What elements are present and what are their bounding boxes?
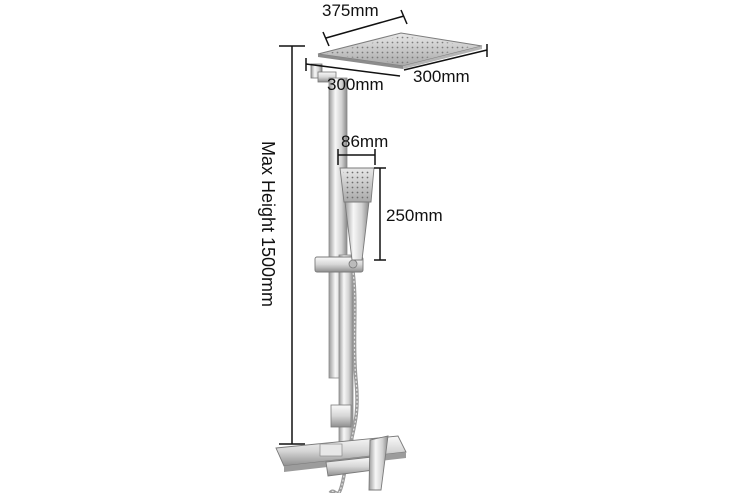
shower-arm <box>310 63 337 83</box>
handheld-width-dimension <box>337 149 376 165</box>
head-depth-dimension <box>305 58 401 77</box>
hand-shower <box>339 167 375 261</box>
handheld-length-label: 250mm <box>386 206 443 225</box>
head-diagonal-dimension <box>322 9 408 47</box>
lever-handle <box>368 435 389 491</box>
handheld-length-dimension <box>374 167 386 261</box>
rain-shower-head <box>317 32 483 69</box>
handheld-width-label: 86mm <box>341 132 389 151</box>
max-height-label: Max Height 1500mm <box>258 140 278 308</box>
head-width-dimension <box>403 44 488 71</box>
shower-hose <box>328 264 359 493</box>
max-height-dimension <box>279 45 305 445</box>
head-diagonal-label: 375mm <box>322 1 379 20</box>
head-depth-label: 300mm <box>327 75 384 94</box>
handshower-holder <box>314 256 364 273</box>
head-width-label: 300mm <box>413 67 470 86</box>
diverter-joint <box>330 404 352 428</box>
